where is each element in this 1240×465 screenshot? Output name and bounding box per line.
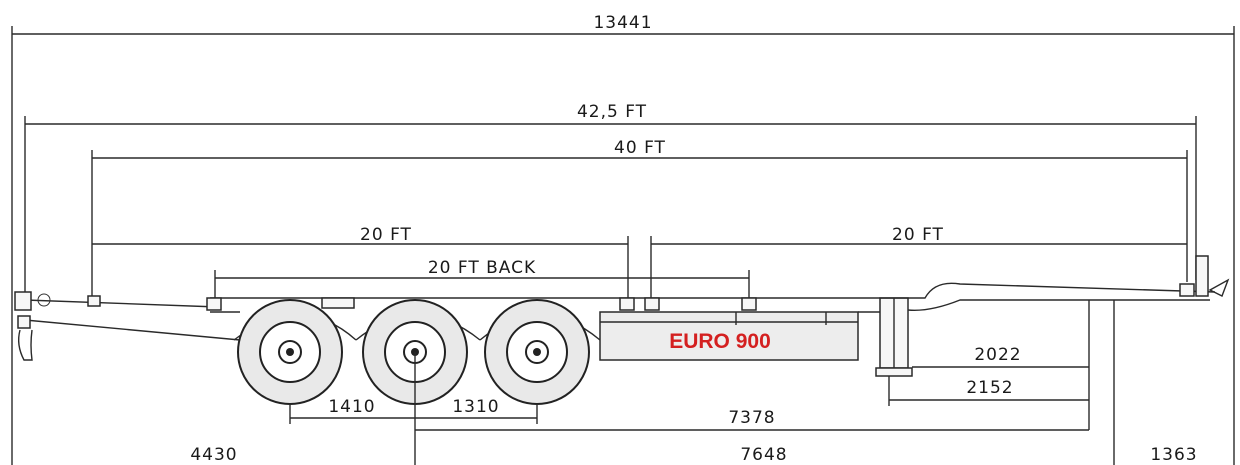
dim-20-ft-rear-label: 20 FT xyxy=(892,225,944,245)
dimension-20-ft-front: 20 FT xyxy=(92,225,629,300)
dim-overall-label: 13441 xyxy=(593,13,652,33)
dimension-2152: 2152 xyxy=(888,376,1089,406)
dim-7648-label: 7648 xyxy=(740,445,787,465)
dimension-1410: 1410 xyxy=(289,397,415,424)
dim-40-ft-label: 40 FT xyxy=(614,138,666,158)
dimension-40-ft: 40 FT xyxy=(91,138,1188,298)
wheel-3 xyxy=(484,299,590,405)
dim-7378-label: 7378 xyxy=(728,408,775,428)
dimension-7378: 7378 xyxy=(415,408,1089,431)
dim-1410-label: 1410 xyxy=(328,397,375,417)
dimension-20-ft-back: 20 FT BACK xyxy=(214,258,750,300)
dimension-20-ft-rear: 20 FT xyxy=(650,225,1187,300)
trailer-body xyxy=(14,255,1230,377)
dimension-42-5-ft: 42,5 FT xyxy=(24,102,1197,300)
brand-label: EURO 900 xyxy=(669,330,771,353)
dimension-overall: 13441 xyxy=(11,13,1235,465)
dim-4430-label: 4430 xyxy=(190,445,237,465)
dim-2152-label: 2152 xyxy=(966,378,1013,398)
dimension-bottom-row: 4430 7648 1363 xyxy=(190,300,1197,465)
dimension-2022: 2022 xyxy=(912,300,1090,430)
dim-20-ft-front-label: 20 FT xyxy=(360,225,412,245)
dim-20-ft-back-label: 20 FT BACK xyxy=(428,258,536,278)
dim-1363-label: 1363 xyxy=(1150,445,1197,465)
wheel-1 xyxy=(237,299,343,405)
dim-42-5-ft-label: 42,5 FT xyxy=(577,102,647,122)
dim-2022-label: 2022 xyxy=(974,345,1021,365)
dimension-1310: 1310 xyxy=(415,397,538,424)
dim-1310-label: 1310 xyxy=(452,397,499,417)
